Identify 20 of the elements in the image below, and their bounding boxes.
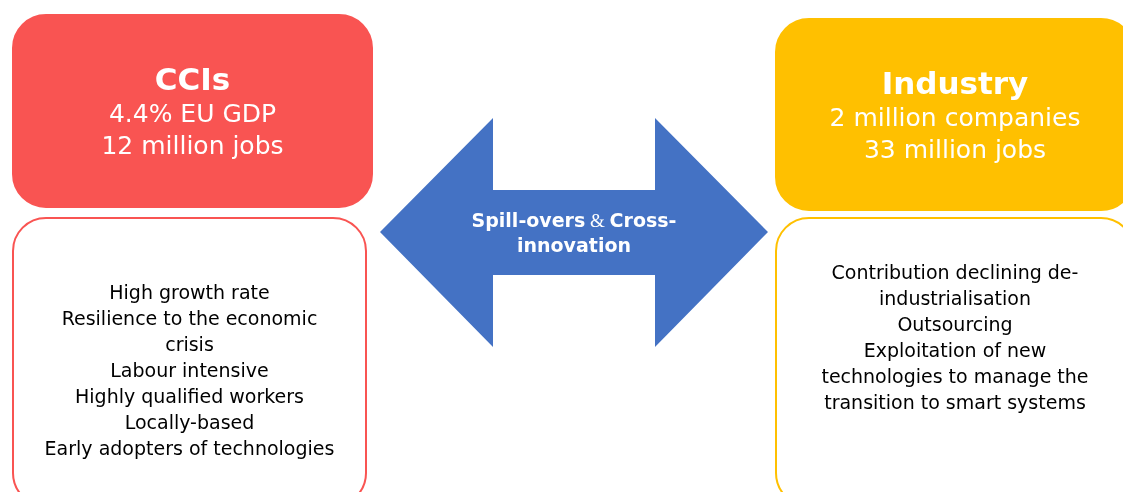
- list-item: Highly qualified workers: [75, 384, 304, 409]
- arrow-label: Spill-overs & Cross-innovation: [470, 207, 678, 258]
- list-item: Locally-based: [124, 410, 255, 435]
- box-title: CCIs: [154, 60, 231, 98]
- box-subtitle: 4.4% EU GDP: [108, 98, 277, 130]
- box-subtitle: 2 million companies: [829, 101, 1081, 134]
- list-item: Labour intensive: [110, 358, 269, 383]
- metric-box: [775, 18, 1123, 211]
- list-box: [775, 217, 1123, 492]
- box-title: Industry: [881, 63, 1029, 102]
- list-item: Early adopters of technologies: [44, 436, 335, 461]
- list-item: Contribution declining de-industrialisation: [830, 260, 1080, 311]
- list-item: Exploitation of new technologies to manage the transition to smart systems: [820, 338, 1090, 415]
- list-item: High growth rate: [109, 280, 270, 305]
- box-subtitle: 12 million jobs: [101, 130, 284, 162]
- list-item: Outsourcing: [897, 312, 1013, 337]
- metric-box: [12, 14, 373, 208]
- box-subtitle: 33 million jobs: [863, 133, 1047, 166]
- list-box: [12, 217, 367, 492]
- list-item: Resilience to the economic crisis: [60, 306, 319, 357]
